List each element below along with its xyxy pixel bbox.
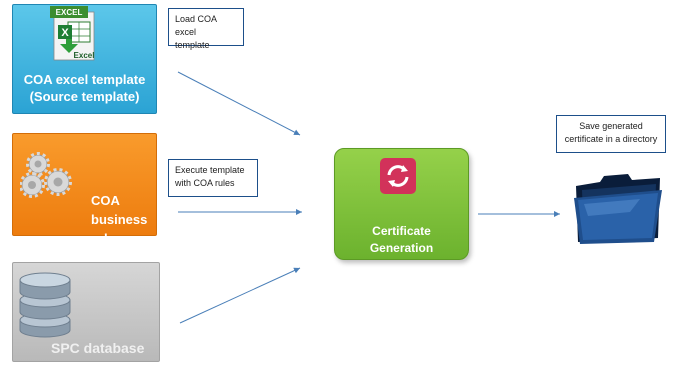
arrow-db-to-cert	[179, 267, 301, 324]
gears-icon	[20, 152, 72, 198]
note-exec-line1: Execute template	[175, 165, 245, 175]
note-save-line1: Save generated	[579, 121, 643, 131]
excel-template-label-line1: COA excel template	[23, 72, 146, 87]
note-execute-template: Execute template with COA rules	[168, 159, 258, 197]
business-rules-box: COA business rules	[12, 133, 157, 246]
certificate-generation-label: Certificate Generation	[335, 223, 468, 257]
excel-template-label: COA excel template (Source template)	[13, 71, 156, 105]
database-icon	[19, 272, 71, 338]
excel-file-icon: EXCEL X Excel	[50, 6, 95, 61]
refresh-icon	[380, 158, 416, 194]
svg-text:X: X	[61, 27, 69, 39]
note-save-line2: certificate in a directory	[564, 134, 658, 144]
certificate-generation-label-line2: Generation	[369, 241, 434, 255]
folder-icon	[574, 174, 662, 244]
excel-icon-header: EXCEL	[56, 8, 83, 17]
excel-template-label-line2: (Source template)	[29, 89, 140, 104]
business-rules-label-line1: COA business	[91, 193, 148, 227]
note-exec-line2: with COA rules	[175, 178, 235, 188]
note-save-certificate: Save generated certificate in a director…	[556, 115, 666, 153]
note-load-line1: Load COA excel	[175, 14, 217, 37]
certificate-generation-label-line1: Certificate	[372, 224, 431, 238]
excel-icon-sub: Excel	[74, 51, 95, 60]
business-rules-label: COA business rules	[91, 191, 161, 248]
note-load-template: Load COA excel template	[168, 8, 244, 50]
note-load-line2: template	[175, 40, 210, 50]
business-rules-label-line2: rules	[91, 231, 123, 246]
spc-database-label: SPC database	[51, 340, 145, 356]
arrow-excel-to-cert	[177, 71, 301, 136]
